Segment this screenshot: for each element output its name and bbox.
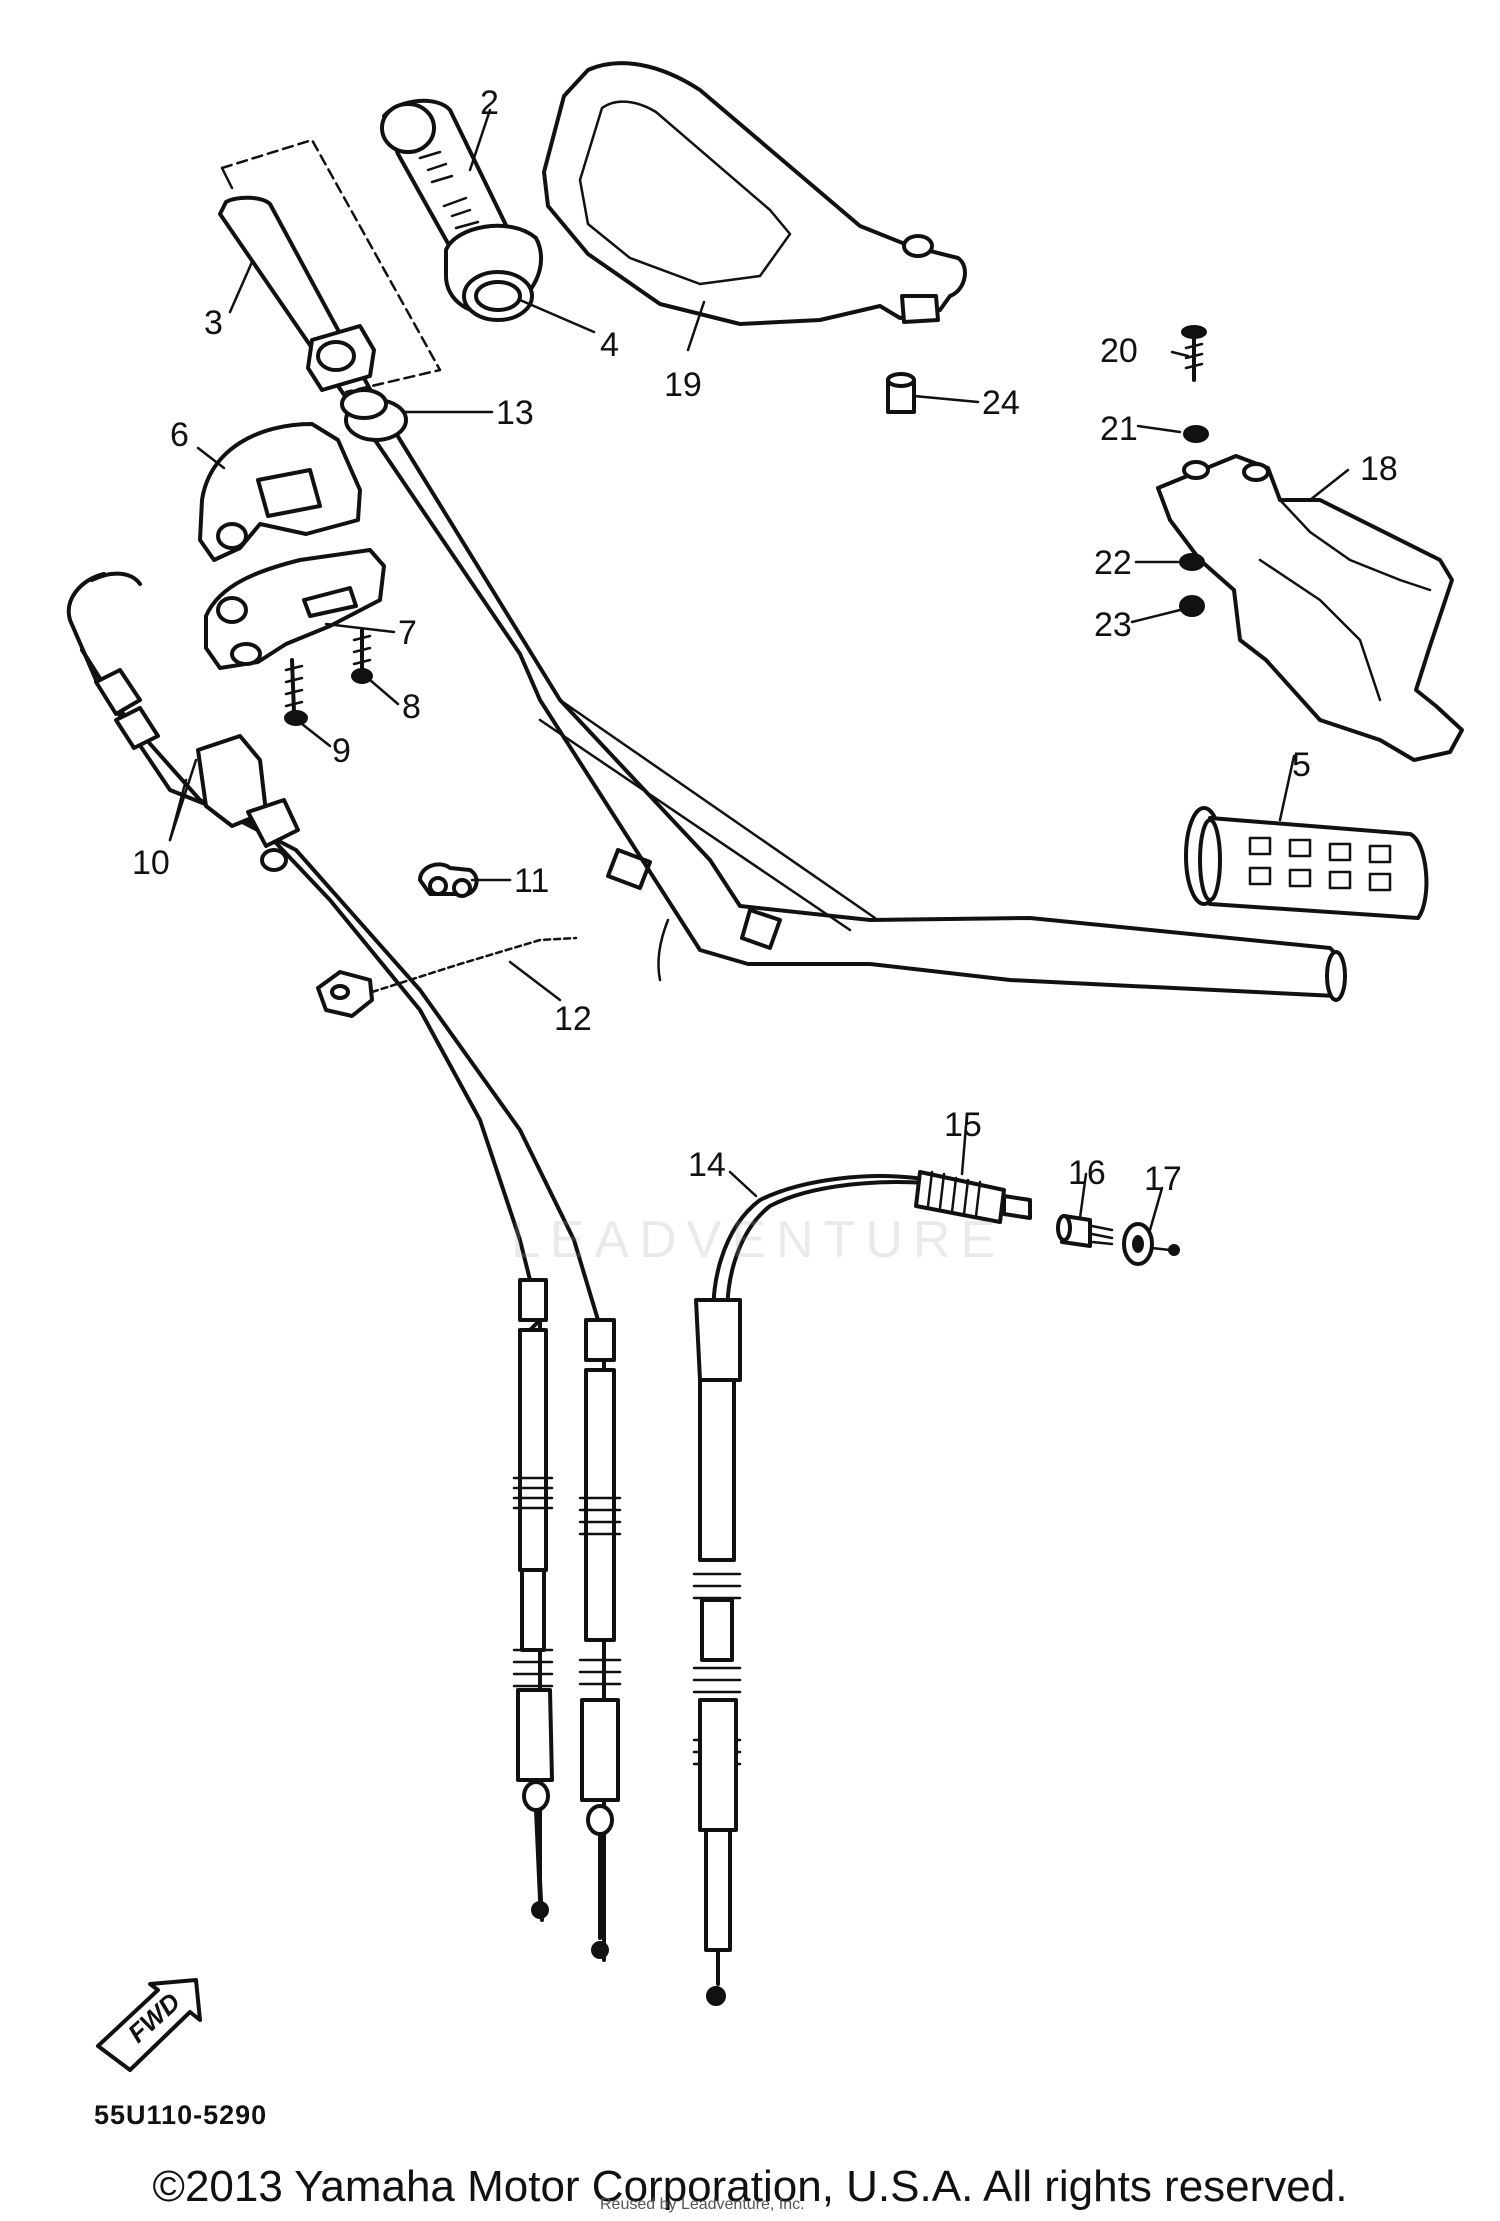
locknut-16 xyxy=(1056,1214,1114,1248)
cable-clip-11 xyxy=(418,862,479,898)
callout-10: 10 xyxy=(132,844,170,882)
callout-23: 23 xyxy=(1094,606,1132,644)
callout-22: 22 xyxy=(1094,544,1132,582)
callout-17: 17 xyxy=(1144,1160,1182,1198)
callout-24: 24 xyxy=(982,384,1020,422)
handlebar xyxy=(218,195,1347,1002)
hand-guard-left xyxy=(542,61,967,326)
callout-20: 20 xyxy=(1100,332,1138,370)
collar-24 xyxy=(886,372,916,414)
cable-adjuster-left xyxy=(512,1278,554,1919)
screw-9 xyxy=(284,658,308,726)
washer-17 xyxy=(1122,1222,1180,1266)
callout-labels: 2 3 4 19 24 20 21 18 22 23 13 6 7 8 9 10… xyxy=(132,84,1398,1198)
throttle-collar xyxy=(340,388,408,442)
fwd-arrow-icon: FWD xyxy=(96,1978,202,2072)
callout-15: 15 xyxy=(944,1106,982,1144)
clutch-cable xyxy=(692,1174,958,2006)
callout-6: 6 xyxy=(170,416,189,454)
washer-22 xyxy=(1179,553,1205,571)
callout-21: 21 xyxy=(1100,410,1138,448)
throttle-assembly-bracket xyxy=(220,138,442,394)
callout-13: 13 xyxy=(496,394,534,432)
washer-21 xyxy=(1183,425,1209,443)
screw-8 xyxy=(351,628,373,684)
watermark: LEADVENTURE xyxy=(510,1211,1006,1269)
callout-7: 7 xyxy=(398,614,417,652)
callout-12: 12 xyxy=(554,1000,592,1038)
cable-band-12 xyxy=(316,936,578,1018)
holder-lower xyxy=(204,548,386,670)
cable-adjuster-middle xyxy=(578,1318,622,1959)
leader-lines xyxy=(168,108,1350,1232)
throttle-housing-ring xyxy=(306,324,376,392)
throttle-cable-ends-left xyxy=(94,668,300,872)
callout-2: 2 xyxy=(480,84,499,122)
callout-8: 8 xyxy=(402,688,421,726)
clutch-cable-adjuster-15 xyxy=(914,1170,1032,1224)
reseller-note: Reused by Leadventure, Inc. xyxy=(600,2196,805,2213)
callout-18: 18 xyxy=(1360,450,1398,488)
callout-19: 19 xyxy=(664,366,702,404)
grip-right xyxy=(1184,806,1429,920)
callout-5: 5 xyxy=(1292,746,1311,784)
callout-11: 11 xyxy=(514,862,549,900)
callout-4: 4 xyxy=(600,326,619,364)
hand-guard-right xyxy=(1156,454,1464,762)
callout-3: 3 xyxy=(204,304,223,342)
callout-14: 14 xyxy=(688,1146,726,1184)
callout-9: 9 xyxy=(332,732,351,770)
callout-16: 16 xyxy=(1068,1154,1106,1192)
grip-left xyxy=(380,98,544,322)
copyright-notice: ©2013 Yamaha Motor Corporation, U.S.A. A… xyxy=(152,2162,1348,2211)
part-code: 55U110-5290 xyxy=(94,2100,268,2130)
nut-23 xyxy=(1179,595,1205,617)
holder-upper xyxy=(198,422,362,562)
bolt-20 xyxy=(1181,325,1207,382)
throttle-cable-upper xyxy=(66,571,544,1922)
